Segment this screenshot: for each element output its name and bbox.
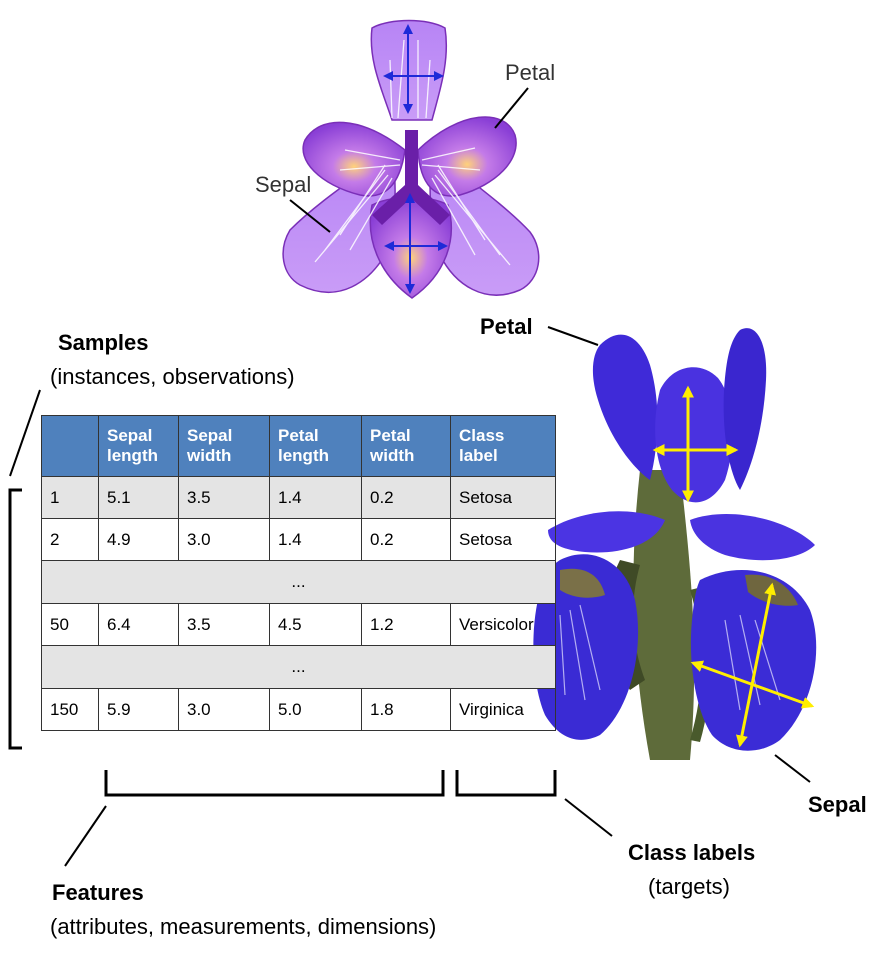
table-cell: 1.4 (269, 476, 362, 519)
table-cell: 1.4 (269, 518, 362, 561)
features-title: Features (52, 880, 144, 905)
table-cell: 150 (41, 688, 99, 731)
features-bracket (104, 770, 445, 797)
class-labels-title: Class labels (628, 840, 756, 865)
table-row: 50 6.4 3.5 4.5 1.2 Versicolor (41, 603, 556, 646)
sepal-label-top: Sepal (255, 172, 312, 197)
table-row-ellipsis: ... (41, 560, 556, 604)
table-cell: 2 (41, 518, 99, 561)
table-cell: Versicolor (450, 603, 556, 646)
table-cell: 5.0 (269, 688, 362, 731)
header-cell-index (41, 415, 99, 477)
class-labels-subtitle: (targets) (648, 874, 730, 899)
iris-fall-left (533, 554, 639, 740)
table-cell: 5.9 (98, 688, 179, 731)
features-subtitle: (attributes, measurements, dimensions) (50, 914, 437, 939)
iris-stem (633, 470, 695, 760)
table-row-ellipsis: ... (41, 645, 556, 689)
table-cell: 0.2 (361, 476, 451, 519)
table-cell: 1.2 (361, 603, 451, 646)
table-row: 2 4.9 3.0 1.4 0.2 Setosa (41, 518, 556, 561)
samples-title: Samples (58, 330, 149, 355)
table-cell: 4.9 (98, 518, 179, 561)
table-cell: Virginica (450, 688, 556, 731)
table-ellipsis: ... (41, 560, 556, 604)
table-cell: 1.8 (361, 688, 451, 731)
samples-bracket (8, 488, 22, 750)
table-cell: 3.5 (178, 476, 270, 519)
table-cell: 4.5 (269, 603, 362, 646)
table-ellipsis: ... (41, 645, 556, 689)
table-cell: 3.0 (178, 688, 270, 731)
table-cell: Setosa (450, 476, 556, 519)
samples-subtitle: (instances, observations) (50, 364, 295, 389)
iris-standard-left (592, 334, 658, 480)
petal-label-top: Petal (505, 60, 556, 85)
table-cell: 3.5 (178, 603, 270, 646)
table-cell: 3.0 (178, 518, 270, 561)
table-cell: 0.2 (361, 518, 451, 561)
table-row: 1 5.1 3.5 1.4 0.2 Setosa (41, 476, 556, 519)
table-row: 150 5.9 3.0 5.0 1.8 Virginica (41, 688, 556, 731)
flower-center-style (372, 130, 450, 225)
sepal-label-photo: Sepal (808, 792, 867, 817)
table-cell: Setosa (450, 518, 556, 561)
table-cell: 1 (41, 476, 99, 519)
table-cell: 50 (41, 603, 99, 646)
table-cell: 6.4 (98, 603, 179, 646)
petal-label-photo: Petal (480, 314, 533, 339)
class-label-bracket (455, 770, 557, 797)
table-cell: 5.1 (98, 476, 179, 519)
iris-standard-center (655, 367, 734, 503)
